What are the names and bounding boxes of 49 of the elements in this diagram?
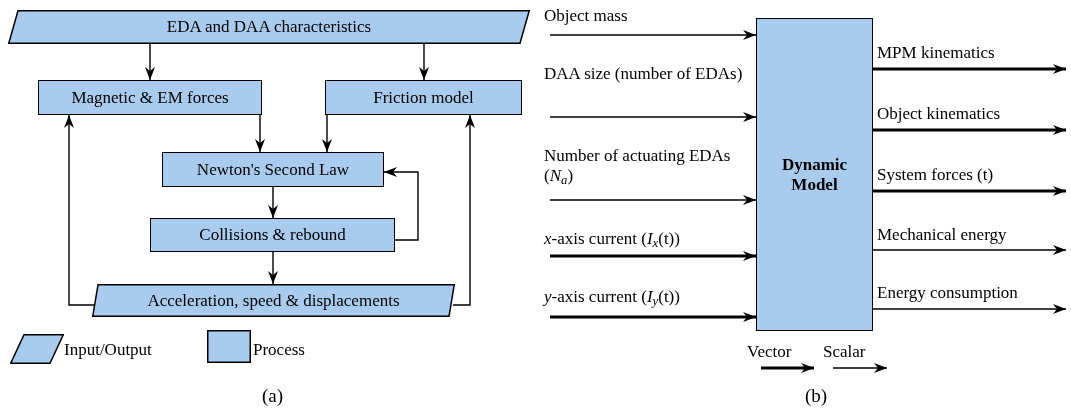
- process-box: [150, 218, 395, 252]
- arrow: [268, 251, 278, 285]
- node-label: Friction model: [373, 87, 474, 108]
- process-box: [38, 80, 262, 115]
- edge-label: DAA size (number of EDAs): [544, 64, 744, 85]
- edge-label: Number of actuating EDAs (N$_{a}$): [544, 146, 732, 187]
- process-box: [162, 152, 384, 187]
- edge-label: Mechanical energy: [877, 225, 1008, 246]
- arrow: [268, 186, 278, 219]
- arrow: [872, 304, 1067, 314]
- legend-label: Input/Output: [64, 340, 152, 361]
- process-box: [756, 18, 873, 331]
- node-label: EDA and DAA characteristics: [166, 17, 372, 37]
- arrow: [872, 245, 1067, 255]
- arrow: [549, 195, 757, 205]
- edge-label: x-axis current (I$_{x}$(t)): [544, 229, 681, 250]
- edge-label: Object mass: [544, 6, 629, 27]
- legend-label: Process: [253, 340, 305, 361]
- arrow: [145, 43, 155, 81]
- arrow: [873, 64, 1066, 74]
- arrow: [452, 114, 475, 306]
- input-output-parallelogram: [92, 284, 455, 317]
- edge-label: y-axis current (I$_{y}$(t)): [544, 287, 681, 308]
- arrow: [550, 312, 756, 322]
- arrow: [873, 125, 1066, 135]
- arrow: [873, 186, 1066, 196]
- edge-label: System forces (t): [877, 165, 995, 186]
- arrow: [64, 114, 95, 306]
- edge-label: Energy consumption: [877, 283, 1019, 304]
- edge-label: Object kinematics: [877, 104, 1002, 125]
- arrow: [383, 167, 419, 241]
- node-label: Newton's Second Law: [196, 159, 350, 180]
- arrow: [550, 251, 756, 261]
- arrow: [322, 114, 332, 153]
- panel-caption: (a): [262, 385, 284, 408]
- legend-label: Vector: [747, 342, 792, 363]
- arrow: [255, 114, 265, 153]
- edge-label: MPM kinematics: [877, 43, 996, 64]
- panel-caption: (b): [805, 385, 828, 408]
- arrow: [549, 112, 757, 122]
- legend-label: Scalar: [823, 342, 866, 363]
- node-label: Dynamic Model: [780, 154, 849, 195]
- input-output-parallelogram: [8, 10, 530, 44]
- node-label: Collisions & rebound: [199, 225, 346, 245]
- node-label: Acceleration, speed & displacements: [147, 290, 400, 311]
- arrow: [549, 30, 757, 40]
- process-box: [325, 80, 522, 115]
- node-label: Magnetic & EM forces: [71, 87, 229, 108]
- arrow: [419, 43, 429, 81]
